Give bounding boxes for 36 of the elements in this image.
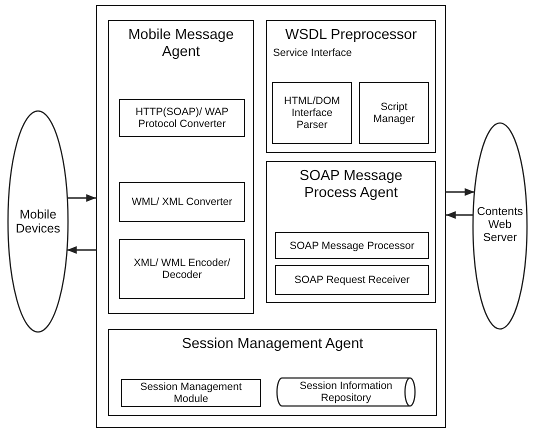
node-label: Mobile Devices [14,207,62,236]
component-title: Mobile Message Agent [127,27,235,60]
node-label: XML/ WML Encoder/ Decoder [132,256,232,282]
node-label: WML/ XML Converter [130,196,234,208]
module-box [359,82,429,144]
ellipse-node [472,122,528,330]
agent-box [266,20,436,153]
module-box [119,99,245,137]
node-label: HTTP(SOAP)/ WAP Protocol Converter [134,106,230,130]
arrow [446,211,474,219]
component-title: WSDL Preprocessor [284,27,418,44]
system-boundary-box [96,5,446,428]
node-label: Session Information Repository [298,380,394,404]
section-label: Service Interface [273,47,352,60]
module-box [121,379,261,407]
node-label: SOAP Message Processor [288,239,416,252]
ellipse-node [7,110,69,333]
component-title: Session Management Agent [180,336,364,353]
node-label: Contents Web Server [476,206,524,246]
module-box [119,239,245,299]
component-title: SOAP Message Process Agent [298,168,404,202]
repository-cylinder [277,377,415,407]
node-label: Session Management Module [139,380,243,406]
module-box [119,182,245,222]
node-label: Script Manager [372,100,416,126]
node-label: HTML/DOM Interface Parser [283,94,341,132]
node-label: SOAP Request Receiver [293,274,411,286]
agent-box [108,20,254,314]
arrow [446,188,475,196]
arrow [67,194,96,202]
agent-box [266,161,436,303]
module-box [275,265,429,295]
arrow [66,246,96,254]
agent-box [108,329,437,416]
module-box [275,232,429,259]
module-box [272,82,352,144]
